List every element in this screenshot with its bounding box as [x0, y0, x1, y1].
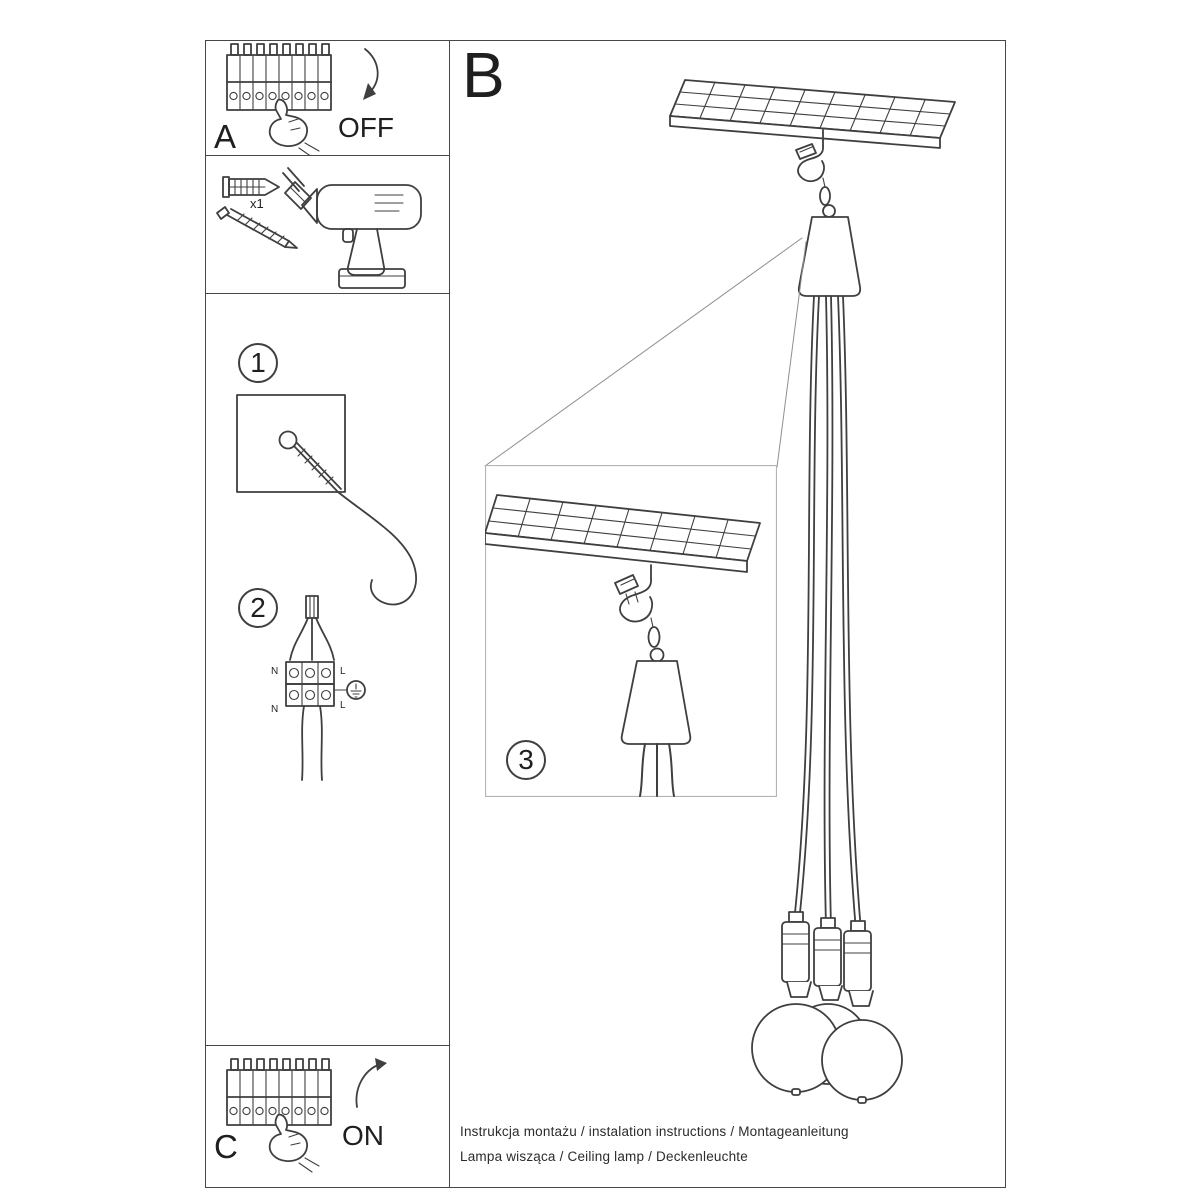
column-divider [449, 40, 450, 1188]
ground-symbol-icon [333, 680, 366, 700]
switch-off-arrow-icon [363, 48, 379, 100]
divider-tools-box [205, 293, 450, 294]
step-3-number: 3 [518, 744, 534, 775]
drill-hole-icon [278, 430, 298, 450]
screw-hook-icon [293, 442, 418, 606]
pointing-hand-icon [268, 1113, 320, 1173]
detail-frame [485, 465, 777, 797]
footer-line-1: Instrukcja montażu / instalation instruc… [460, 1124, 849, 1139]
bulb-socket-right-icon [821, 920, 903, 1104]
pendant-lamp-illustration [669, 79, 956, 1104]
terminal-n-bottom-label: N [271, 704, 278, 715]
detail-hook-icon [614, 564, 661, 648]
drill-icon [282, 167, 422, 289]
screw-icon [216, 206, 298, 249]
pointing-hand-icon [268, 98, 320, 155]
step-3-badge: 3 [506, 740, 546, 780]
page-frame [205, 40, 1006, 1188]
footer-line-2: Lampa wisząca / Ceiling lamp / Deckenleu… [460, 1149, 748, 1164]
step-1-badge: 1 [238, 343, 278, 383]
divider-box-a [205, 155, 450, 156]
detail-ceiling-slab-icon [485, 494, 761, 573]
zoom-callout-lines [484, 237, 807, 468]
terminal-l-top-label: L [340, 666, 346, 677]
breaker-off-text: OFF [338, 112, 394, 143]
breaker-panel-icon [226, 1058, 332, 1126]
section-b-label: B [462, 39, 505, 111]
terminal-block-icon [285, 661, 335, 707]
breaker-panel-icon [226, 43, 332, 111]
step-2-number: 2 [250, 592, 266, 623]
hook-mounting-illustration [236, 394, 418, 606]
switch-on-arrow-icon [355, 1058, 387, 1108]
breaker-off-illustration [226, 43, 379, 155]
light-bulb-right-icon [821, 1019, 903, 1101]
wall-detail-frame [236, 394, 346, 493]
wiring-illustration: N L N L [271, 595, 366, 781]
ceiling-hook-icon [795, 129, 831, 206]
ceiling-slab-icon [669, 79, 956, 149]
wall-plug-count: x1 [250, 196, 264, 211]
breaker-on-illustration [226, 1058, 387, 1173]
lamp-cords-icon [793, 295, 862, 932]
divider-box-c [205, 1045, 450, 1046]
step-1-number: 1 [250, 347, 266, 378]
breaker-on-text: ON [342, 1120, 384, 1151]
lamp-wires-icon [301, 705, 323, 781]
wall-plug-icon [222, 176, 280, 198]
hook-detail-illustration [485, 465, 777, 797]
step-2-badge: 2 [238, 588, 278, 628]
tools-illustration [216, 167, 422, 289]
canopy-icon [797, 204, 862, 297]
detail-canopy-icon [620, 647, 692, 797]
terminal-n-top-label: N [271, 666, 278, 677]
supply-cable-icon [289, 595, 335, 661]
section-c-label: C [214, 1128, 238, 1165]
section-a-label: A [214, 118, 237, 155]
terminal-l-bottom-label: L [340, 700, 346, 711]
